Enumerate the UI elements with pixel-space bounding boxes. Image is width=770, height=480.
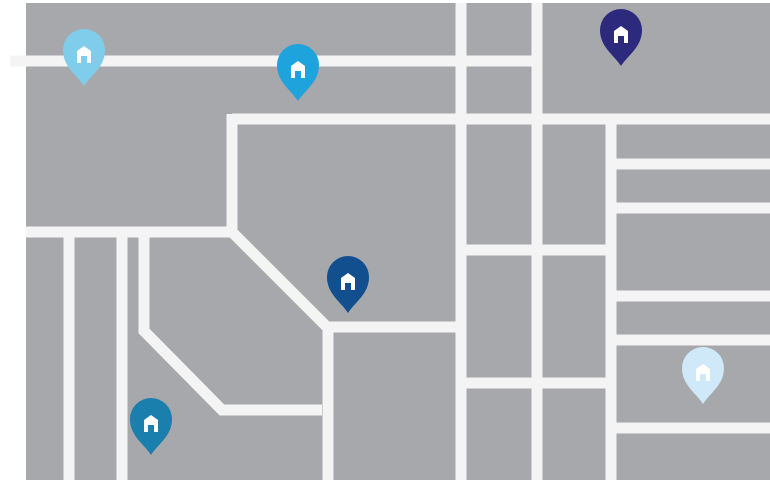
road [138,232,322,416]
pin-marker [682,347,724,404]
map-pin[interactable] [327,256,369,313]
map-pin[interactable] [63,29,105,86]
pin-marker [327,256,369,313]
house-icon [341,273,355,290]
map-pin[interactable] [130,398,172,455]
map-pin[interactable] [277,44,319,101]
pin-marker [63,29,105,86]
house-icon [144,415,158,432]
house-icon [614,26,628,43]
pin-marker [600,9,642,66]
map-pin[interactable] [682,347,724,404]
road-network [10,3,770,480]
pin-marker [130,398,172,455]
map-pin[interactable] [600,9,642,66]
house-icon [291,61,305,78]
pin-layer [63,9,724,455]
pin-marker [277,44,319,101]
house-icon [77,46,91,63]
house-icon [696,364,710,381]
